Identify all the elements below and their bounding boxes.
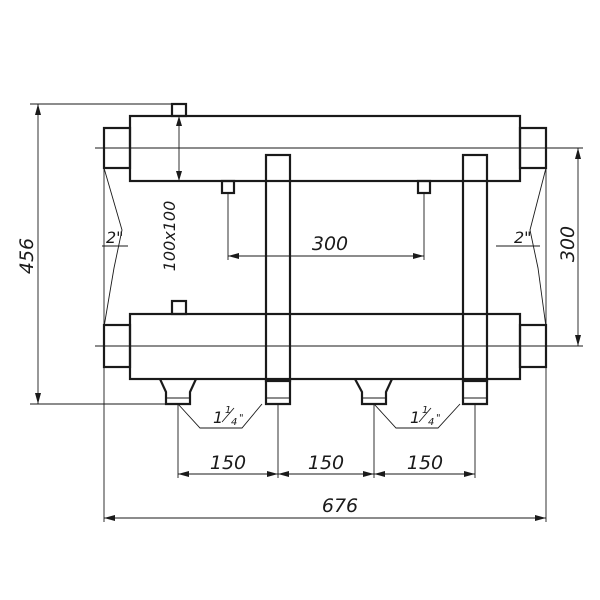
bottom-outlet-2 [264, 379, 292, 406]
bottom-outlet-3 [354, 378, 393, 406]
dimension-lines [35, 104, 581, 521]
top-vent-nipple [170, 102, 188, 118]
chamber-section-label: 100x100 [160, 201, 179, 272]
bottom-left-thread-label: 1 1 4 " [213, 405, 244, 428]
svg-text:": " [239, 413, 244, 424]
svg-text:4: 4 [428, 417, 434, 428]
svg-text:1: 1 [213, 408, 223, 427]
right-side-thread-label: 2" [514, 228, 532, 247]
vertical-spacing-label: 300 [557, 226, 579, 262]
left-side-thread-label: 2" [106, 228, 124, 247]
spacing-2-label: 150 [308, 452, 344, 474]
right-vertical-tube [461, 153, 489, 383]
thread-callouts [102, 167, 547, 429]
svg-text:4: 4 [231, 417, 237, 428]
spacing-1-label: 150 [210, 452, 246, 474]
bottom-right-thread-label: 1 1 4 " [410, 405, 441, 428]
svg-text:1: 1 [410, 408, 420, 427]
dimension-labels: 456 300 100x100 300 150 150 150 676 2" 2… [16, 201, 579, 517]
upper-chamber [128, 114, 522, 183]
sensor-stub-right [416, 179, 432, 195]
svg-text:1: 1 [422, 405, 428, 416]
extension-lines [30, 103, 583, 522]
bottom-outlet-4 [461, 379, 489, 406]
left-vertical-tube [264, 153, 292, 383]
inner-spacing-label: 300 [312, 233, 348, 255]
overall-width-label: 676 [322, 495, 358, 517]
lower-chamber [128, 312, 522, 381]
svg-text:": " [436, 413, 441, 424]
overall-height-label: 456 [16, 238, 38, 274]
svg-text:1: 1 [225, 405, 231, 416]
spacing-3-label: 150 [407, 452, 443, 474]
bottom-outlet-1 [159, 378, 197, 406]
sensor-stub-left [220, 179, 236, 195]
lower-vent-nipple [170, 299, 188, 316]
